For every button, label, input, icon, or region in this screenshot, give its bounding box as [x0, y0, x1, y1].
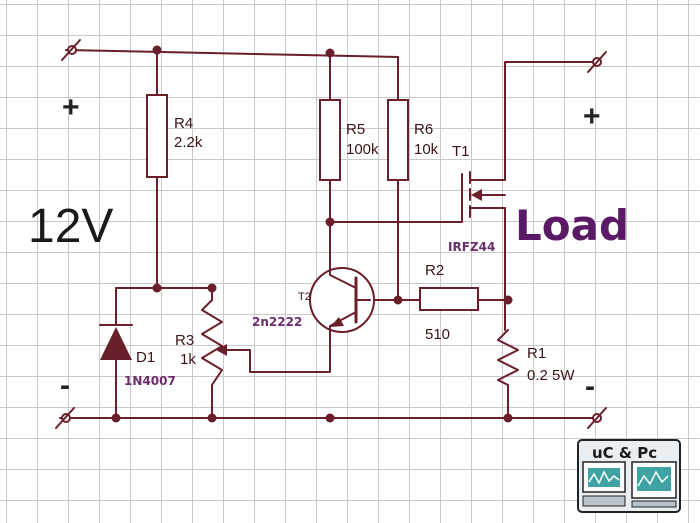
supply-minus-label: -	[60, 369, 70, 402]
resistor-r6	[387, 99, 409, 181]
drain-wire	[504, 61, 601, 181]
terminal-supply-minus	[55, 407, 75, 429]
r4-value-label: 2.2k	[174, 134, 203, 151]
wires	[59, 49, 601, 419]
r6-name-label: R6	[414, 121, 433, 138]
top-rail-wire	[65, 49, 399, 58]
transistor-t2	[309, 261, 375, 346]
r3-name-label: R3	[175, 332, 194, 349]
t2-part-label: 2n2222	[252, 315, 302, 329]
r1-value-label: 0.2 5W	[527, 367, 575, 384]
d1-part-label: 1N4007	[124, 374, 176, 388]
load-plus-label: +	[583, 100, 601, 133]
supply-voltage-label: 12V	[28, 200, 113, 253]
t1-name-label: T1	[452, 143, 470, 160]
r5-name-label: R5	[346, 121, 365, 138]
r2-name-label: R2	[425, 262, 444, 279]
mosfet-t1	[461, 171, 506, 223]
supply-plus-label: +	[62, 91, 80, 124]
resistor-r2	[419, 287, 479, 311]
t1-part-label: IRFZ44	[448, 240, 495, 254]
load-minus-label: -	[585, 370, 595, 403]
d1-name-label: D1	[136, 349, 155, 366]
r6-value-label: 10k	[414, 141, 439, 158]
t2-name-label: T2	[298, 291, 311, 303]
junctions	[111, 45, 513, 423]
load-label: Load	[515, 201, 629, 250]
terminal-load-minus	[587, 407, 607, 429]
r5-value-label: 100k	[346, 141, 379, 158]
potentiometer-r3	[201, 299, 246, 386]
resistor-r1	[497, 329, 519, 386]
terminal-load-plus	[587, 51, 607, 73]
logo-text: uC & Pc	[592, 444, 657, 462]
uc-pc-logo: uC & Pc	[577, 439, 681, 513]
r4-name-label: R4	[174, 115, 193, 132]
terminal-supply-plus	[61, 39, 81, 61]
r3-value-label: 1k	[180, 351, 196, 368]
resistor-r4	[146, 94, 168, 178]
r2-value-label: 510	[425, 326, 450, 343]
terminals	[55, 39, 607, 429]
diode-d1	[99, 324, 133, 360]
r1-name-label: R1	[527, 345, 546, 362]
resistor-r5	[319, 99, 341, 181]
